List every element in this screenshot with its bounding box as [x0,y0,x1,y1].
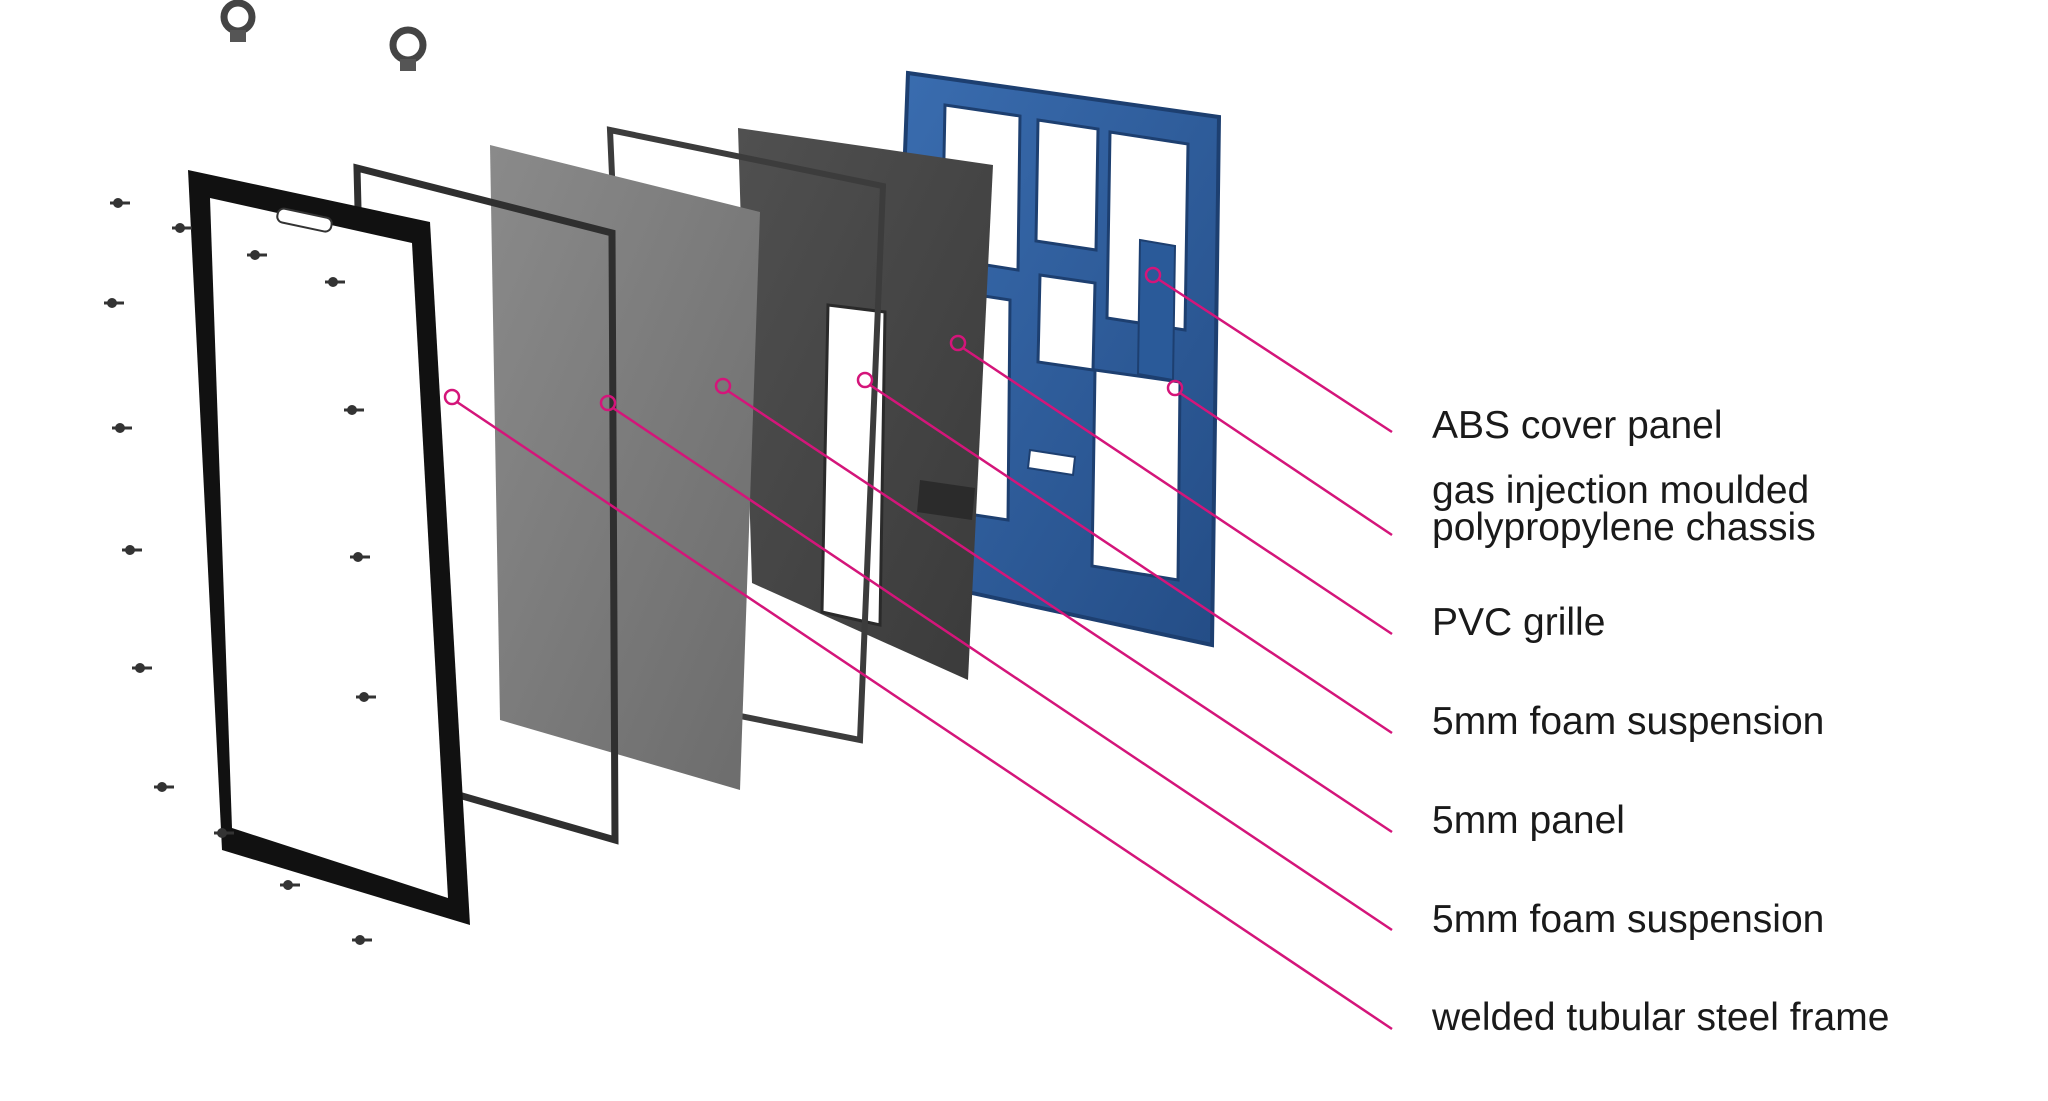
screw-icon [104,298,124,308]
leader-abs-cover-panel [1144,266,1393,434]
leader-steel-frame [443,388,1393,1031]
label-chassis: gas injection moulded polypropylene chas… [1432,469,1816,549]
label-steel-frame: welded tubular steel frame [1432,996,1890,1039]
screw-icon [280,880,300,890]
screw-icon [356,692,376,702]
label-pvc-grille: PVC grille [1432,601,1606,644]
screw-icon [350,552,370,562]
screw-icon [344,405,364,415]
label-line: polypropylene chassis [1432,506,1816,549]
screw-icon [214,828,234,838]
label-line: gas injection moulded [1432,469,1810,512]
label-panel: 5mm panel [1432,799,1625,842]
screw-icon [112,423,132,433]
label-line: ABS cover panel [1432,404,1723,447]
label-line: 5mm foam suspension [1432,898,1825,941]
eye-bolt-icon [220,0,256,42]
label-line: 5mm panel [1432,799,1625,842]
screw-icon [132,663,152,673]
screw-icon [122,545,142,555]
screw-icon [352,935,372,945]
label-foam-suspension-front: 5mm foam suspension [1432,700,1825,743]
label-line: welded tubular steel frame [1432,996,1890,1039]
leader-panel [714,377,1393,834]
leader-foam-suspension-front [856,371,1393,735]
screw-icon [247,250,267,260]
screw-icon [110,198,130,208]
panel-part [490,145,760,790]
eye-bolt-icon [389,26,427,71]
screw-icon [154,782,174,792]
steel-frame-part [188,170,470,925]
screw-icon [325,277,345,287]
leader-lines [443,266,1393,1031]
label-line: PVC grille [1432,601,1606,644]
leader-pvc-grille [949,334,1393,636]
screw-icon [172,223,192,233]
leader-foam-suspension-back [599,394,1393,932]
label-abs-cover-panel: ABS cover panel [1432,404,1723,447]
leader-chassis [1166,379,1393,537]
label-foam-suspension-back: 5mm foam suspension [1432,898,1825,941]
label-line: 5mm foam suspension [1432,700,1825,743]
